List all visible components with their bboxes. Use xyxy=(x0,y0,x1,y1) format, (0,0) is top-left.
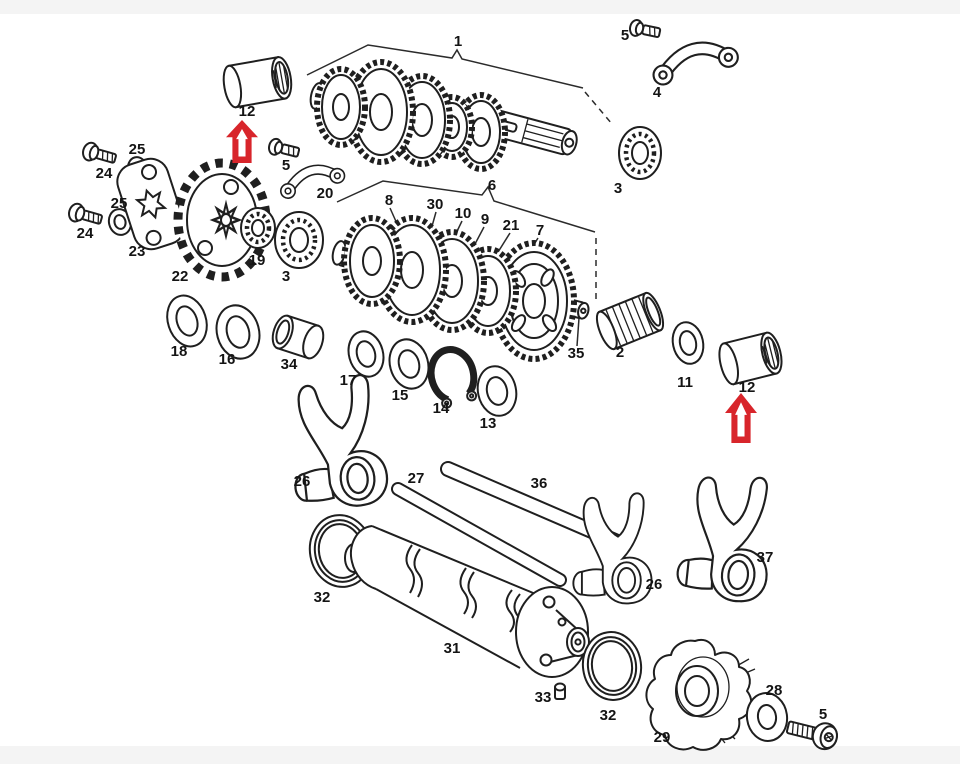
part-label-6: 6 xyxy=(488,177,496,194)
part-5-bolt-top xyxy=(629,19,662,38)
part-label-24: 24 xyxy=(77,225,94,242)
part-34-spacer-bushing xyxy=(271,314,325,360)
part-31-shift-drum xyxy=(344,525,590,678)
part-label-4: 4 xyxy=(653,84,662,101)
part-label-13: 13 xyxy=(480,415,497,432)
part-label-34: 34 xyxy=(281,356,298,373)
part-label-37: 37 xyxy=(757,549,774,566)
part-label-21: 21 xyxy=(503,217,520,234)
part-label-7: 7 xyxy=(536,222,544,239)
part-12-needle-bushing-left xyxy=(222,55,293,109)
bottom-band xyxy=(0,746,960,764)
part-33-pin xyxy=(554,682,566,700)
part-2-needle-cage xyxy=(595,291,665,351)
part-label-26: 26 xyxy=(646,576,663,593)
part-label-17: 17 xyxy=(340,372,357,389)
part-label-14: 14 xyxy=(433,400,450,417)
part-label-27: 27 xyxy=(408,470,425,487)
part-label-25: 25 xyxy=(111,195,128,212)
part-label-35: 35 xyxy=(568,345,585,362)
part-5-bolt-left xyxy=(268,137,301,158)
part-26-shift-fork-right xyxy=(572,492,653,605)
highlight-arrows xyxy=(226,120,757,443)
part-label-10: 10 xyxy=(455,205,472,222)
part-label-8: 8 xyxy=(385,192,393,209)
part-14-circlip xyxy=(427,346,478,409)
part-label-23: 23 xyxy=(129,243,146,260)
part-26-shift-fork-left xyxy=(283,372,391,514)
part-label-12: 12 xyxy=(739,379,756,396)
part-25-washer-lower xyxy=(107,208,133,236)
part-17-washer xyxy=(347,330,385,378)
part-1-mainshaft-cluster xyxy=(309,59,578,172)
part-4-strap xyxy=(652,41,739,86)
part-3-bearing-top xyxy=(618,126,662,180)
part-label-16: 16 xyxy=(219,351,236,368)
part-24-bolt-upper xyxy=(82,141,117,164)
highlight-arrow-inner xyxy=(733,399,749,438)
part-19-bearing xyxy=(240,207,276,249)
part-label-11: 11 xyxy=(677,374,693,391)
part-13-washer xyxy=(476,365,518,417)
part-5-bolt-bottom xyxy=(785,720,838,751)
part-16-washer xyxy=(215,304,261,360)
part-label-3: 3 xyxy=(614,180,622,197)
part-label-12: 12 xyxy=(239,103,256,120)
highlight-arrow-inner xyxy=(234,127,250,158)
part-label-30: 30 xyxy=(427,196,444,213)
part-23-retainer-plate xyxy=(116,157,186,251)
part-label-3: 3 xyxy=(282,268,290,285)
part-label-24: 24 xyxy=(96,165,113,182)
part-label-25: 25 xyxy=(129,141,146,158)
part-label-32: 32 xyxy=(600,707,617,724)
part-6-countershaft-cluster xyxy=(331,215,590,362)
part-37-shift-fork xyxy=(674,469,778,606)
part-20-strap xyxy=(279,164,346,200)
part-label-2: 2 xyxy=(616,344,624,361)
part-label-33: 33 xyxy=(535,689,552,706)
part-28-washer xyxy=(745,692,789,742)
part-label-5: 5 xyxy=(621,27,629,44)
part-label-28: 28 xyxy=(766,682,783,699)
part-label-1: 1 xyxy=(454,33,462,50)
part-27-shift-rod xyxy=(391,482,567,587)
part-label-5: 5 xyxy=(819,706,827,723)
part-label-29: 29 xyxy=(654,729,671,746)
part-32-ring-left xyxy=(308,514,374,588)
part-18-washer xyxy=(166,294,208,348)
part-3-bearing-left xyxy=(274,211,324,269)
part-lock-washer xyxy=(209,199,243,241)
part-11-washer xyxy=(671,321,705,365)
part-label-26: 26 xyxy=(294,473,311,490)
part-label-18: 18 xyxy=(171,343,188,360)
part-label-31: 31 xyxy=(444,640,461,657)
part-24-bolt-lower xyxy=(68,202,103,225)
part-15-washer xyxy=(388,338,430,390)
part-label-5: 5 xyxy=(282,157,290,174)
part-label-15: 15 xyxy=(392,387,409,404)
part-32-ring-right xyxy=(581,631,643,701)
part-label-19: 19 xyxy=(249,252,266,269)
part-label-36: 36 xyxy=(531,475,548,492)
part-12-needle-bushing-right xyxy=(718,331,783,386)
part-29-star-cam xyxy=(645,639,760,751)
part-label-9: 9 xyxy=(481,211,489,228)
part-label-22: 22 xyxy=(172,268,189,285)
part-label-20: 20 xyxy=(317,185,334,202)
part-label-32: 32 xyxy=(314,589,331,606)
top-band xyxy=(0,0,960,14)
